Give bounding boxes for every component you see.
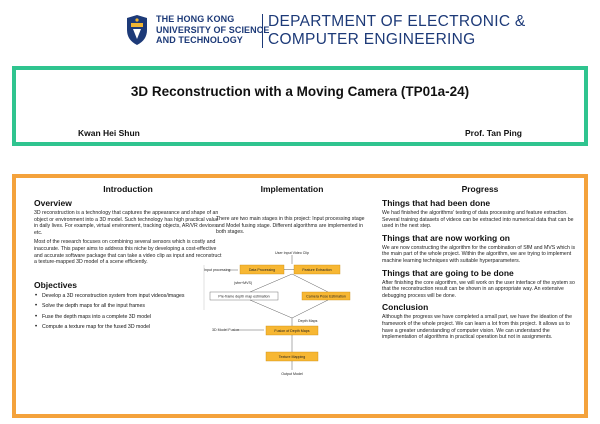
diagram-fusion-text: Fusion of Depth Maps [274,329,309,333]
diagram-depth-maps-label: Depth Maps [298,319,318,323]
diagram-stage2-label: 3D Model Fusion [212,328,239,332]
objectives-heading: Objectives [34,279,77,290]
diagram-output-text: Output Model [281,372,303,376]
poster-header: THE HONG KONG UNIVERSITY OF SCIENCE AND … [0,0,600,64]
supervisor-name: Prof. Tan Ping [465,128,522,138]
diagram-stage1-label: Input processing [204,268,230,272]
university-name: THE HONG KONG UNIVERSITY OF SCIENCE AND … [156,14,269,46]
overview-paragraph-1: 3D reconstruction is a technology that c… [34,210,219,236]
progress-heading: Progress [461,184,499,194]
implementation-column: Implementation There are two main stages… [216,184,368,239]
working-heading: Things that are now working on [382,232,510,243]
diagram-feature-extraction-text: Feature Extraction [302,268,331,272]
hkust-logo-icon [124,14,150,46]
diagram-arrow [291,299,329,319]
university-name-line3: AND TECHNOLOGY [156,35,243,45]
university-name-line2: UNIVERSITY OF SCIENCE [156,24,270,35]
todo-paragraph: After finishing the core algorithm, we w… [382,279,575,299]
implementation-paragraph: There are two main stages in this projec… [216,216,365,236]
diagram-data-processing-text: Data Processing [249,268,275,272]
student-name: Kwan Hei Shun [78,128,140,138]
university-name-line1: THE HONG KONG [156,14,235,24]
conclusion-paragraph: Although the progress we have completed … [382,314,573,341]
title-box: 3D Reconstruction with a Moving Camera (… [12,66,588,146]
pipeline-diagram-svg: User Input Video Clip Input processing D… [203,251,351,376]
objective-item: Develop a 3D reconstruction system from … [34,293,222,300]
diagram-arrow [291,273,329,293]
diagram-depth-estimation-text: Pre-frame depth map estimation [218,295,269,299]
progress-column: Progress Things that had been done We ha… [382,184,578,344]
diagram-pose-estimation-box [301,291,351,301]
department-name-line1: DEPARTMENT OF ELECTRONIC & [268,13,526,30]
diagram-texture-text: Texture Mapping [279,355,306,359]
implementation-heading: Implementation [260,184,324,194]
objectives-list: Develop a 3D reconstruction system from … [34,293,222,331]
diagram-arrow [249,299,293,319]
overview-heading: Overview [34,198,72,208]
diagram-arrow [249,273,293,293]
diagram-pose-estimation-text: Camera Pose Estimation [306,295,346,299]
overview-paragraph-2: Most of the research focuses on combinin… [34,239,222,266]
objective-item: Solve the depth maps for all the input f… [34,303,222,310]
department-name-line2: COMPUTER ENGINEERING [268,31,476,48]
working-paragraph: We are now constructing the algorithm fo… [382,244,576,264]
done-paragraph: We had finished the algorithms' testing … [382,210,574,230]
objective-item: Compute a texture map for the fused 3D m… [34,324,222,331]
poster-title: 3D Reconstruction with a Moving Camera (… [130,84,470,99]
conclusion-heading: Conclusion [382,302,429,313]
department-name: DEPARTMENT OF ELECTRONIC & COMPUTER ENGI… [268,13,526,49]
content-box: Introduction Overview 3D reconstruction … [12,174,588,418]
introduction-column: Introduction Overview 3D reconstruction … [34,184,222,334]
diagram-sfm-label: (sfm+MVS) [234,281,252,285]
todo-heading: Things that are going to be done [382,267,514,278]
diagram-input-text: User Input Video Clip [275,251,309,255]
diagram-depth-estimation-box [209,291,279,301]
header-divider [262,14,263,48]
pipeline-diagram: User Input Video Clip Input processing D… [202,248,352,413]
introduction-heading: Introduction [103,184,153,194]
done-heading: Things that had been done [382,198,491,208]
objective-item: Fuse the depth maps into a complete 3D m… [34,314,222,321]
